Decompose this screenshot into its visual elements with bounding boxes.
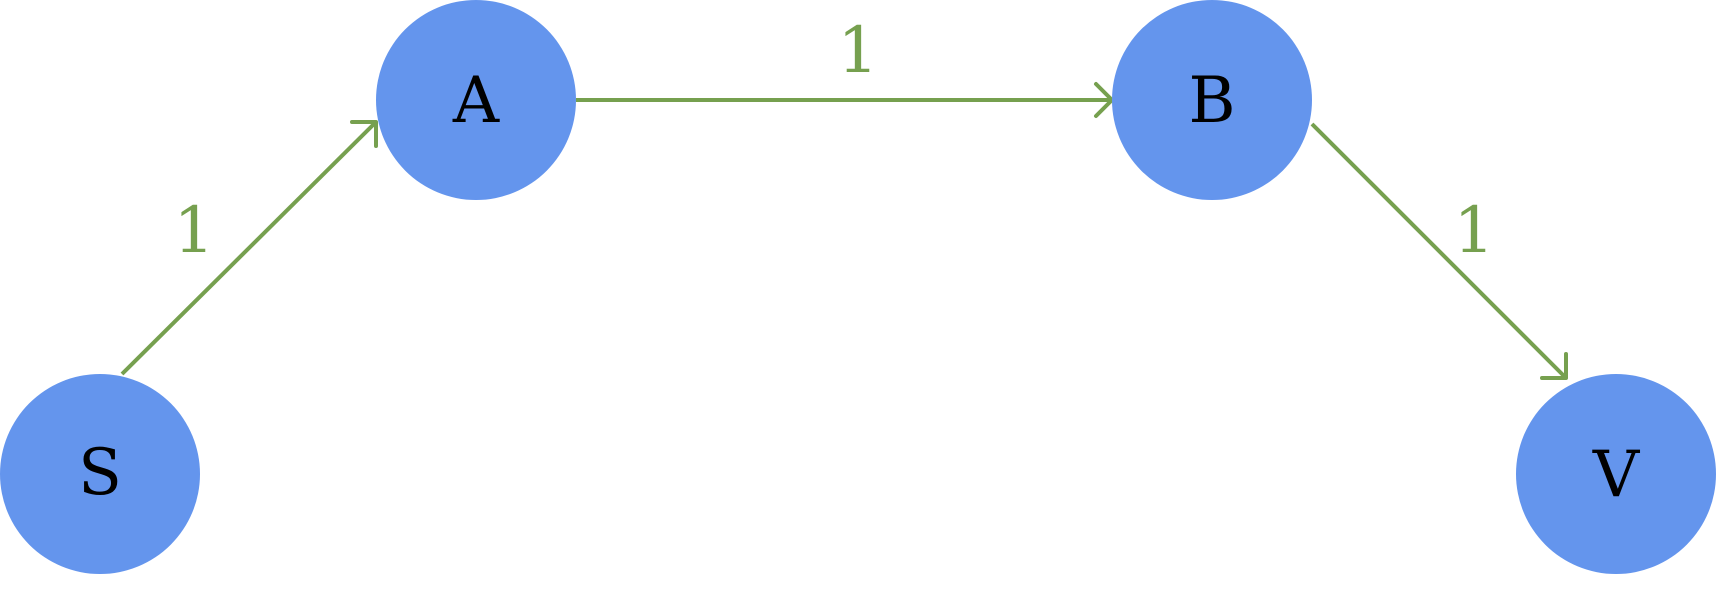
node-b-circle [1112,0,1312,200]
node-b-label: B [1188,64,1235,138]
node-s-circle [0,374,200,574]
node-v-circle [1516,374,1716,574]
edge-s-a-arrowhead [350,120,378,148]
edge-s-a-line [120,120,378,376]
edge-b-v-weight: 1 [1454,194,1495,268]
edge-a-b-weight: 1 [838,14,879,88]
node-a: A [376,0,576,200]
edge-a-b: 1 [576,14,1114,118]
edge-b-v-arrowhead [1540,352,1568,380]
edge-s-a: 1 [120,120,378,376]
node-b: B [1112,0,1312,200]
node-a-circle [376,0,576,200]
edge-s-a-weight: 1 [174,194,215,268]
node-s-label: S [78,436,122,510]
node-v-label: V [1592,438,1641,512]
node-v: V [1516,374,1716,574]
node-a-label: A [452,64,500,138]
edge-b-v-line [1310,122,1568,380]
edge-b-v: 1 [1310,122,1568,380]
node-s: S [0,374,200,574]
